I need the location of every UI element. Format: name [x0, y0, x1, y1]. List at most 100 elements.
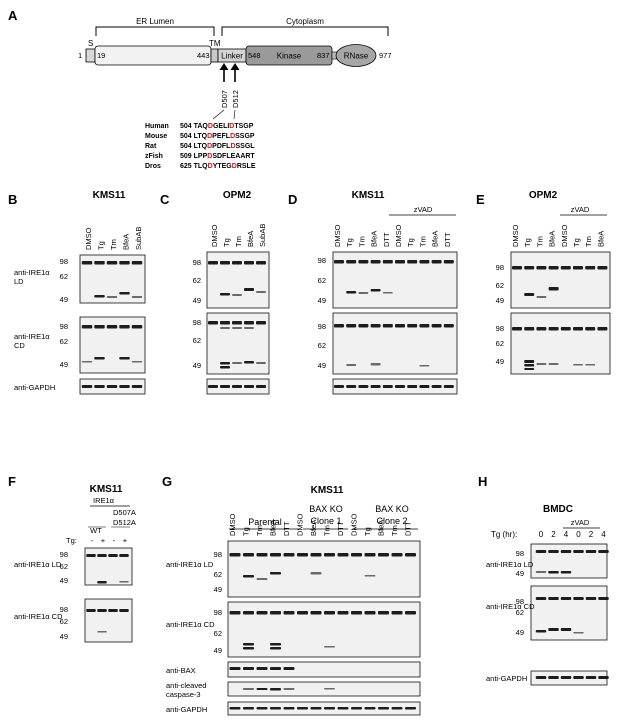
- d-band: [346, 260, 357, 264]
- g-cd-blot: [227, 601, 421, 658]
- h-time-label: 4: [564, 530, 569, 539]
- d512-label: D512: [231, 90, 240, 108]
- d-lane-label: BfeA: [370, 231, 379, 247]
- e-lane-label: Tg: [572, 238, 581, 247]
- g-band: [256, 688, 268, 690]
- g-band: [256, 553, 268, 557]
- alignment-species: Rat: [145, 143, 157, 150]
- f-band: [97, 581, 107, 584]
- panel-f-mut1: D507A: [113, 508, 136, 517]
- c-mw-49a: 49: [193, 296, 201, 305]
- c-band: [208, 321, 218, 325]
- f-ab-ld: anti-IRE1α LD: [14, 560, 62, 569]
- b-mw-98a: 98: [60, 257, 68, 266]
- e-band: [585, 327, 596, 331]
- g-lane-label: Tg: [363, 527, 372, 536]
- c-band: [220, 362, 230, 365]
- c-mw-49b: 49: [193, 361, 201, 370]
- d-band: [358, 385, 369, 388]
- f-band: [119, 609, 129, 612]
- panel-d-bands: [334, 260, 454, 388]
- f-tg-sign: +: [101, 536, 106, 545]
- alignment-sequence: 509 LPPDSDFLEAART: [180, 153, 255, 160]
- c-band: [244, 385, 254, 388]
- d-lane-label: Tm: [357, 236, 366, 247]
- c-band: [256, 321, 266, 325]
- b-band: [106, 296, 118, 298]
- panel-g-label: G: [162, 474, 172, 489]
- panel-f-mut2: D512A: [113, 518, 136, 527]
- alignment-species: Dros: [145, 163, 161, 170]
- panel-e-bands: [512, 266, 608, 370]
- panel-f-tg: Tg:: [66, 536, 77, 545]
- d-lane-label: Tg: [406, 238, 415, 247]
- e-band: [548, 287, 559, 291]
- panel-b-label: B: [8, 192, 17, 207]
- g-casp-blot: [227, 681, 421, 697]
- er-lumen-bracket: [95, 26, 215, 36]
- h-ab-cd: anti-IRE1α CD: [486, 602, 535, 611]
- h-band: [548, 628, 559, 631]
- d-band: [370, 289, 381, 292]
- panel-f-signs: -+-+: [91, 536, 128, 545]
- e-lane-label: DMSO: [560, 224, 569, 247]
- e-band: [548, 266, 559, 270]
- d-mw-98a: 98: [318, 256, 326, 265]
- b-band: [94, 261, 105, 265]
- f-ld-blot: [84, 547, 133, 586]
- rnase-domain: [335, 44, 377, 67]
- g-lane-label: DMSO: [350, 513, 359, 536]
- g-band: [283, 553, 295, 557]
- f-band: [86, 609, 96, 612]
- g-band: [243, 667, 254, 670]
- h-time-label: 2: [551, 530, 556, 539]
- c-band: [256, 291, 266, 293]
- g-band: [405, 553, 416, 557]
- d-mw-62b: 62: [318, 341, 326, 350]
- g-band: [364, 575, 376, 577]
- b-band: [106, 261, 118, 265]
- c-lane-label: DMSO: [210, 224, 219, 247]
- d-band: [346, 364, 357, 366]
- c-ld-blot: [206, 251, 270, 309]
- g-band: [243, 688, 254, 690]
- g-lane-label: BfeA: [309, 520, 318, 536]
- g-mw-49b: 49: [214, 646, 222, 655]
- arrow-d507-head: [219, 63, 229, 70]
- d-band: [431, 385, 442, 388]
- e-band: [597, 327, 608, 331]
- b-band: [94, 385, 105, 388]
- b-band: [119, 357, 130, 360]
- e-mw-49b: 49: [496, 357, 504, 366]
- c-band: [220, 321, 230, 325]
- h-band: [573, 550, 584, 553]
- g-band: [351, 611, 362, 615]
- g-band: [337, 707, 349, 710]
- b-band: [131, 325, 143, 329]
- g-band: [243, 707, 254, 710]
- h-band: [535, 571, 547, 573]
- e-band: [536, 363, 547, 365]
- d-band: [370, 324, 381, 328]
- g-lane-label: Tm: [323, 525, 332, 536]
- g-lane-label: BfeA: [377, 520, 386, 536]
- b-band: [94, 357, 105, 360]
- panel-h-title: BMDC: [543, 504, 573, 515]
- g-band: [310, 572, 322, 575]
- c-band: [244, 361, 254, 364]
- g-band: [324, 707, 335, 710]
- f-ab-cd: anti-IRE1α CD: [14, 612, 63, 621]
- g-band: [283, 707, 295, 710]
- d-band: [358, 292, 369, 294]
- g-band: [378, 611, 389, 615]
- h-band: [535, 550, 547, 553]
- e-cd-blot: [510, 312, 611, 375]
- alignment-species: Mouse: [145, 133, 167, 140]
- c-band: [232, 327, 242, 329]
- e-band: [585, 266, 596, 270]
- g-band: [297, 553, 308, 557]
- b-lane-label: SubAB: [134, 227, 143, 250]
- er-lumen-label: ER Lumen: [136, 17, 174, 26]
